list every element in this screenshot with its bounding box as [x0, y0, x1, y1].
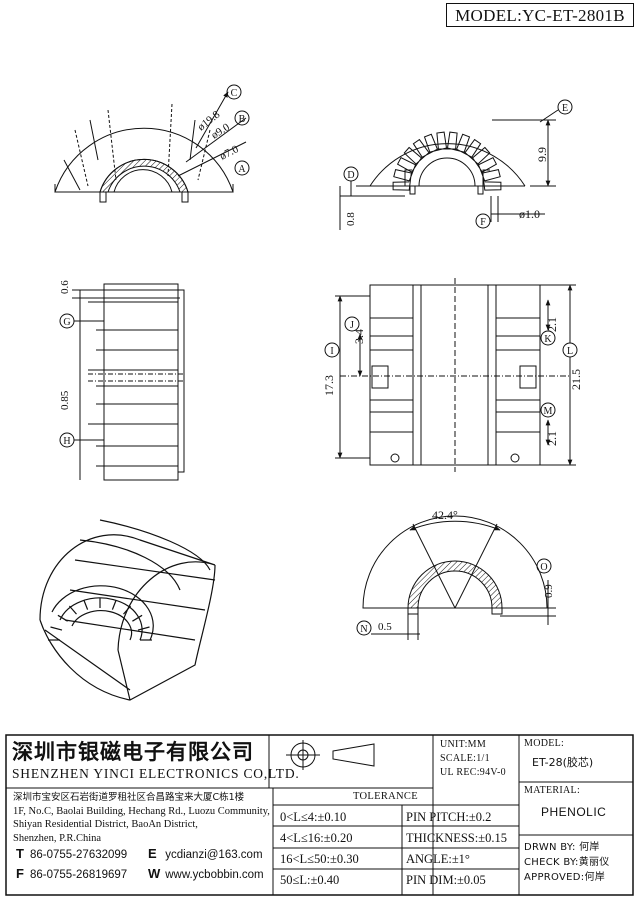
address-en-2: Shiyan Residential District, BaoAn Distr…	[13, 819, 198, 830]
fax-value: 86-0755-26819697	[30, 869, 128, 881]
svg-text:J: J	[350, 320, 354, 331]
iso-tooth	[111, 599, 117, 610]
fax-label: F	[16, 866, 24, 881]
dim-21b: 2.1	[545, 431, 559, 446]
tel-value: 86-0755-27632099	[30, 849, 128, 861]
model-label: MODEL:	[524, 738, 565, 749]
tol-right-4: PIN DIM:±0.05	[406, 873, 486, 887]
email-value: ycdianzi@163.com	[165, 849, 263, 861]
tol-left-1: 0<L≤4:±0.10	[280, 810, 347, 824]
address-en-3: Shenzhen, P.R.China	[13, 832, 102, 844]
address-en-1: 1F, No.C, Baolai Building, Hechang Rd., …	[13, 805, 270, 817]
iso-tooth	[50, 626, 63, 631]
web-label: W	[148, 866, 161, 881]
dim-085: 0.85	[59, 390, 71, 410]
mid-right-view: 17.3 I 3.4 J 21.5 L 2.1 K 2.1 M	[322, 278, 583, 472]
svg-text:D: D	[347, 170, 354, 181]
tol-right-1: PIN PITCH:±0.2	[406, 810, 492, 824]
email-label: E	[148, 846, 157, 861]
dim-21a: 2.1	[545, 317, 559, 332]
material-label: MATERIAL:	[524, 785, 581, 796]
unit: UNIT:MM	[440, 739, 487, 750]
tolerance-title: TOLERANCE	[353, 791, 418, 802]
web-line: W www.ycbobbin.com	[148, 866, 264, 883]
scale: SCALE:1/1	[440, 753, 490, 764]
tol-left-3: 16<L≤50:±0.30	[280, 852, 359, 866]
tel-line: T 86-0755-27632099	[16, 846, 127, 863]
iso-tooth	[123, 605, 132, 615]
iso-tooth	[57, 614, 68, 622]
fax-line: F 86-0755-26819697	[16, 866, 127, 883]
svg-text:K: K	[544, 334, 552, 345]
mid-left-view: 0.6 0.85 G H	[59, 280, 185, 481]
svg-text:C: C	[231, 88, 238, 99]
model-value: ET-28(胶芯)	[532, 756, 594, 769]
dim-08: 0.8	[345, 212, 357, 226]
dim-angle: 42.4°	[432, 508, 458, 522]
company-en: SHENZHEN YINCI ELECTRONICS CO,LTD.	[12, 766, 300, 781]
ul-rec: UL REC:94V-0	[440, 767, 506, 778]
svg-text:H: H	[63, 436, 70, 447]
approved-by: APPROVED:何岸	[524, 872, 606, 883]
svg-text:M: M	[544, 406, 553, 417]
svg-text:A: A	[238, 164, 246, 175]
model-code-box: MODEL:YC-ET-2801B	[446, 3, 634, 27]
top-left-view: ø19.8 ø9.0 ø7.0 C B A	[54, 84, 250, 203]
drawn-by: DRWN BY: 何岸	[524, 842, 600, 853]
svg-text:F: F	[480, 217, 486, 228]
dim-09: 0.9	[543, 584, 555, 598]
tol-right-3: ANGLE:±1°	[406, 852, 470, 866]
dim-215: 21.5	[569, 369, 583, 390]
svg-text:L: L	[567, 346, 573, 357]
top-right-view: 9.9 E D 0.8 F ø1.0	[339, 99, 573, 230]
dim-05: 0.5	[378, 621, 392, 633]
check-by: CHECK BY:黄丽仪	[524, 857, 610, 868]
title-block-grid	[5, 734, 634, 896]
material-value: PHENOLIC	[541, 805, 607, 819]
svg-text:G: G	[63, 317, 70, 328]
svg-text:E: E	[562, 103, 568, 114]
tol-left-2: 4<L≤16:±0.20	[280, 831, 353, 845]
iso-3d-view	[39, 519, 216, 701]
dim-99: 9.9	[535, 147, 549, 162]
web-value: www.ycbobbin.com	[165, 869, 264, 881]
tol-left-4: 50≤L:±0.40	[280, 873, 340, 887]
iso-tooth	[83, 599, 89, 610]
company-cn: 深圳市银磁电子有限公司	[12, 740, 254, 764]
svg-text:O: O	[540, 562, 547, 573]
dim-34: 3.4	[352, 329, 366, 344]
iso-tooth	[137, 626, 150, 631]
svg-text:B: B	[239, 114, 246, 125]
address-cn: 深圳市宝安区石岩街道罗租社区合昌路宝来大厦C栋1楼	[13, 792, 245, 803]
dim-06: 0.6	[59, 280, 71, 294]
dim-173: 17.3	[322, 375, 336, 396]
email-line: E ycdianzi@163.com	[148, 846, 263, 863]
dim-pin: ø1.0	[519, 207, 540, 221]
svg-text:N: N	[360, 624, 367, 635]
address-block: 深圳市宝安区石岩街道罗租社区合昌路宝来大厦C栋1楼 1F, No.C, Baol…	[13, 791, 273, 845]
iso-tooth	[68, 605, 77, 615]
tol-right-2: THICKNESS:±0.15	[406, 831, 507, 845]
svg-text:I: I	[330, 346, 333, 357]
tel-label: T	[16, 846, 24, 861]
iso-tooth	[132, 614, 143, 622]
section-view: 42.4° 0.9 O N 0.5	[356, 508, 556, 640]
